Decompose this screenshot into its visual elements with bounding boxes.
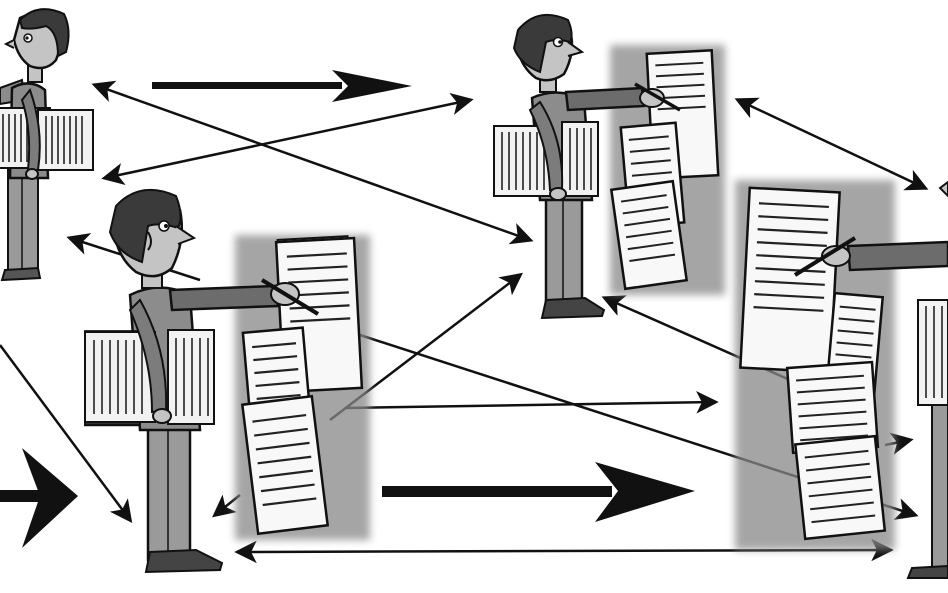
bold-arrows: [0, 70, 695, 548]
arrow-topcenter-to-right: [734, 97, 929, 191]
figure-right: [735, 180, 948, 579]
arrow-bottom-long: [234, 538, 894, 564]
arrow-left-down: [0, 344, 133, 524]
arrow-bottomleft-to-right: [344, 391, 719, 414]
arrow-topcenter-to-topleft: [101, 92, 474, 186]
bold-arrow-bottom-center: [382, 462, 695, 522]
bold-arrow-top: [152, 70, 412, 102]
bold-arrow-bottom-left: [0, 448, 78, 548]
figure-top-left: [0, 8, 94, 282]
figure-bottom-left: [83, 189, 370, 574]
figure-top-center: [493, 13, 725, 320]
